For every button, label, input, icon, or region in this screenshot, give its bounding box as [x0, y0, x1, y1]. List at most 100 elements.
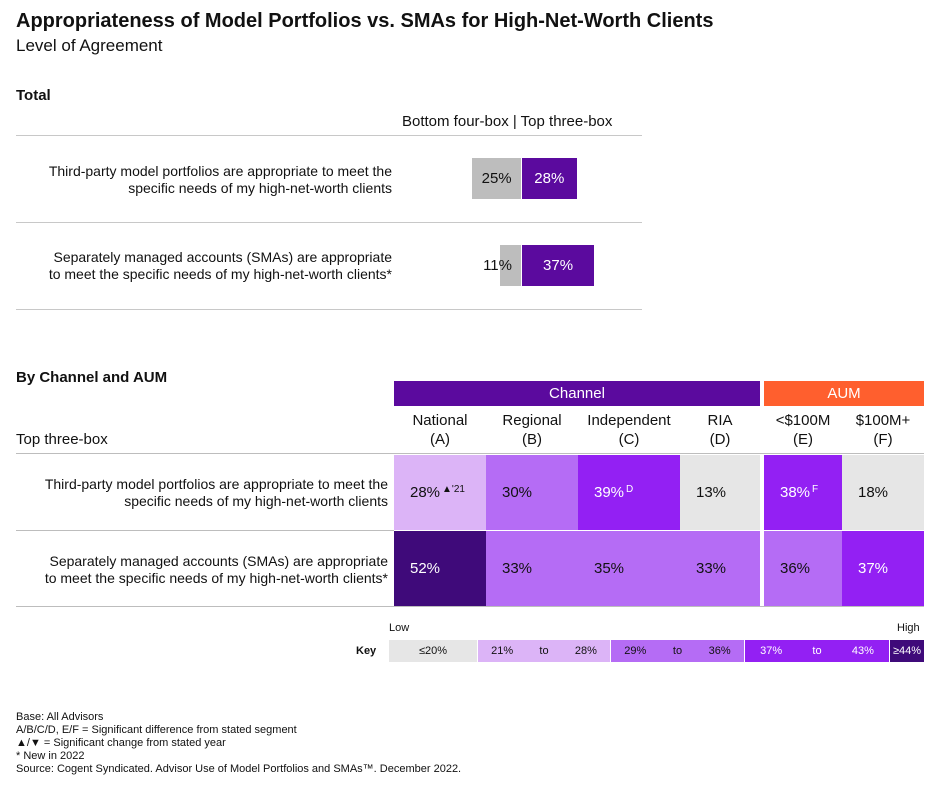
heatmap-cell: 38%F	[764, 455, 842, 530]
footnote: Base: All Advisors	[16, 711, 104, 723]
column-header: National (A)	[394, 411, 486, 449]
label-line: to meet the specific needs of my high-ne…	[44, 570, 388, 586]
key-label: Key	[356, 645, 377, 657]
channel-row-label: Separately managed accounts (SMAs) are a…	[8, 553, 388, 587]
key-segment-text: to	[539, 645, 549, 657]
key-segment-text: 21%	[491, 645, 514, 657]
key-segment-text: ≤20%	[418, 645, 448, 657]
bottom-box-bar	[499, 245, 521, 286]
column-letter: (D)	[709, 431, 731, 448]
chart-title: Appropriateness of Model Portfolios vs. …	[16, 10, 714, 32]
channel-section-label: By Channel and AUM	[16, 369, 168, 386]
heatmap-cell: 33%	[486, 531, 578, 606]
column-name: Regional	[502, 412, 562, 429]
bar-value-label: 11%	[483, 257, 512, 274]
key-segment: 37% to 43%	[745, 640, 889, 662]
column-header: Independent (C)	[578, 411, 680, 449]
key-segment: ≤20%	[389, 640, 477, 662]
column-letter: (C)	[618, 431, 640, 448]
heatmap-cell: 52%	[394, 531, 486, 606]
bar-value-label: 37%	[543, 257, 574, 274]
divider	[16, 222, 642, 223]
row-header: Top three-box	[16, 431, 108, 448]
column-header: Regional (B)	[486, 411, 578, 449]
column-name: <$100M	[775, 412, 831, 429]
key-segment-text: 37%	[760, 645, 783, 657]
heatmap-cell: 39%D	[578, 455, 680, 530]
key-segment-text: to	[812, 645, 822, 657]
key-segment: 21% to 28%	[478, 640, 610, 662]
column-header: RIA (D)	[680, 411, 760, 449]
key-segment-text: ≥44%	[892, 645, 922, 657]
column-name: National	[412, 412, 468, 429]
chart-subtitle: Level of Agreement	[16, 36, 163, 55]
top-box-bar: 37%	[522, 245, 595, 286]
column-header: $100M+ (F)	[842, 411, 924, 449]
heatmap-cell: 18%	[842, 455, 924, 530]
key-low-label: Low	[389, 622, 410, 634]
label-line: Third-party model portfolios are appropr…	[44, 476, 388, 492]
key-segment-text: 36%	[708, 645, 731, 657]
heatmap-cell: 36%	[764, 531, 842, 606]
column-letter: (F)	[873, 431, 893, 448]
top-box-bar: 28%	[522, 158, 577, 199]
key-segment-text: 43%	[851, 645, 874, 657]
cell-value: 33%	[502, 560, 533, 577]
channel-row-label: Third-party model portfolios are appropr…	[8, 476, 388, 510]
key-segment: 29% to 36%	[611, 640, 744, 662]
cell-value: 18%	[858, 484, 889, 501]
aum-band: AUM	[764, 381, 924, 406]
significance-note: ▲'21	[442, 484, 465, 495]
cell-value: 52%	[410, 560, 441, 577]
column-letter: (B)	[522, 431, 542, 448]
cell-value: 35%	[594, 560, 625, 577]
label-line: Separately managed accounts (SMAs) are a…	[49, 553, 388, 569]
heatmap-cell: 33%	[680, 531, 760, 606]
column-name: RIA	[707, 412, 733, 429]
significance-note: F	[812, 484, 819, 495]
heatmap-cell: 37%	[842, 531, 924, 606]
label-line: Third-party model portfolios are appropr…	[48, 163, 392, 179]
label-line: specific needs of my high-net-worth clie…	[128, 180, 392, 196]
footnote: * New in 2022	[16, 750, 85, 762]
bar-value-label: 25%	[481, 170, 512, 187]
significance-note: D	[626, 484, 634, 495]
heatmap-cell: 30%	[486, 455, 578, 530]
footnote: ▲/▼ = Significant change from stated yea…	[16, 737, 226, 749]
divider	[16, 135, 642, 136]
footnote: A/B/C/D, E/F = Significant difference fr…	[16, 724, 297, 736]
cell-value: 39%	[594, 484, 625, 501]
total-row-label: Third-party model portfolios are appropr…	[12, 163, 392, 197]
key-segment-text: 29%	[624, 645, 647, 657]
divider	[16, 453, 924, 454]
total-row-label: Separately managed accounts (SMAs) are a…	[12, 249, 392, 283]
heatmap-cell: 35%	[578, 531, 680, 606]
cell-value: 33%	[696, 560, 727, 577]
total-header: Bottom four-box | Top three-box	[402, 113, 613, 130]
label-line: to meet the specific needs of my high-ne…	[48, 266, 392, 282]
divider	[16, 530, 394, 531]
column-name: $100M+	[855, 412, 911, 429]
heatmap-cell: 28%▲'21	[394, 455, 486, 530]
key-segment-text: 28%	[574, 645, 597, 657]
column-header: <$100M (E)	[764, 411, 842, 449]
channel-band: Channel	[394, 381, 760, 406]
cell-value: 37%	[858, 560, 889, 577]
cell-value: 28%	[410, 484, 441, 501]
label-line: specific needs of my high-net-worth clie…	[124, 493, 388, 509]
key-segment: ≥44%	[890, 640, 924, 662]
column-letter: (E)	[793, 431, 813, 448]
divider	[16, 606, 924, 607]
column-name: Independent	[587, 412, 671, 429]
cell-value: 30%	[502, 484, 533, 501]
cell-value: 36%	[780, 560, 811, 577]
cell-value: 13%	[696, 484, 727, 501]
divider	[16, 309, 642, 310]
bottom-box-bar: 25%	[472, 158, 521, 199]
label-line: Separately managed accounts (SMAs) are a…	[53, 249, 392, 265]
footnote: Source: Cogent Syndicated. Advisor Use o…	[16, 763, 462, 775]
total-section-label: Total	[16, 87, 51, 104]
bar-value-label: 28%	[534, 170, 565, 187]
column-letter: (A)	[430, 431, 450, 448]
cell-value: 38%	[780, 484, 811, 501]
